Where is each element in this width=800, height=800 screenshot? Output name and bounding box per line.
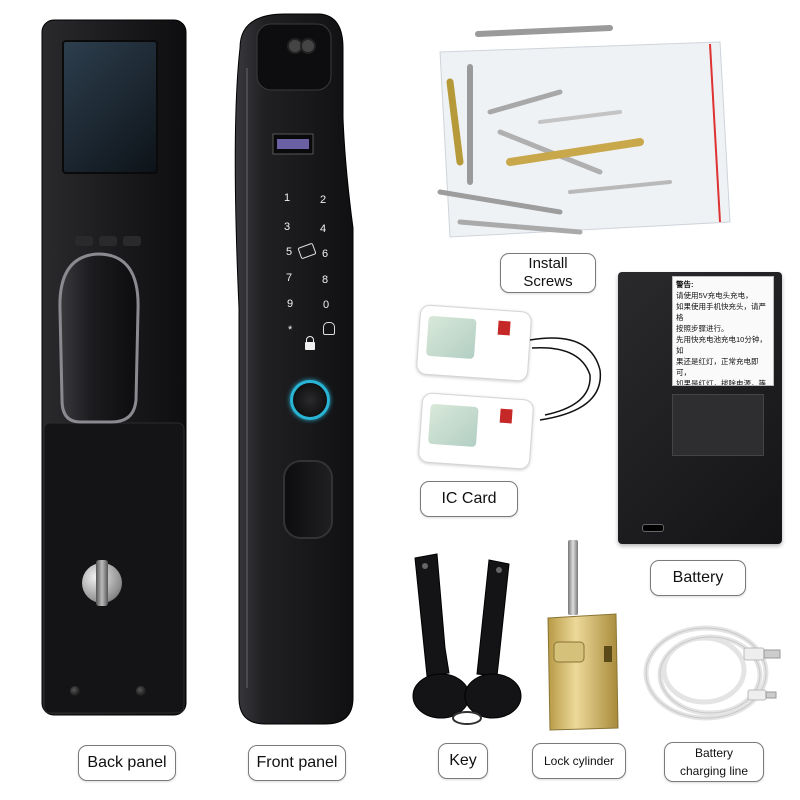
front-panel-label: Front panel <box>248 745 346 781</box>
battery-label: Battery <box>650 560 746 596</box>
lock-icon <box>305 342 315 350</box>
lanyard-cord <box>520 320 610 430</box>
back-handle <box>50 250 150 428</box>
camera-lens <box>300 38 316 54</box>
ic-card <box>415 304 533 382</box>
key-label-text: Key <box>449 752 477 769</box>
keypad-key[interactable]: 6 <box>322 248 329 260</box>
back-panel-label: Back panel <box>78 745 176 781</box>
keys <box>405 548 525 728</box>
install-screws-label: Install Screws <box>500 253 596 293</box>
keypad-key[interactable]: 2 <box>320 194 327 206</box>
battery-charging-line-label-line2: charging line <box>679 764 749 778</box>
battery-warning-title: 警告: <box>676 280 694 289</box>
front-panel <box>225 8 360 728</box>
lock-cylinder <box>540 608 624 733</box>
battery-charging-line-label-line1: Battery <box>694 746 733 760</box>
lock-cylinder-label: Lock cylinder <box>532 743 626 779</box>
ic-card <box>417 392 535 470</box>
keypad-key[interactable]: 0 <box>323 299 330 311</box>
charging-cable <box>636 618 796 728</box>
thumb-turn-bar <box>96 560 108 606</box>
lock-cylinder-label-text: Lock cylinder <box>543 754 615 768</box>
bell-icon <box>323 322 335 335</box>
fingerprint-sensor[interactable] <box>290 380 330 420</box>
screws-bag <box>420 22 745 252</box>
battery-label-text: Battery <box>672 569 724 586</box>
front-panel-label-text: Front panel <box>256 754 338 771</box>
ic-card-label-text: IC Card <box>441 490 497 507</box>
battery-warning-sticker: 警告: 请使用5V充电头充电， 如果使用手机快充头，请严格 按照步骤进行。 先用… <box>672 276 774 386</box>
lock-cylinder-pin <box>568 540 578 615</box>
keypad-key[interactable]: * <box>288 324 293 336</box>
battery-charging-line-label: Battery charging line <box>664 742 764 782</box>
keypad-key[interactable]: 5 <box>286 246 293 258</box>
lock-shackle <box>306 336 314 343</box>
keypad-key[interactable]: 8 <box>322 274 329 286</box>
usb-c-port <box>642 524 664 532</box>
keypad-key[interactable]: 9 <box>287 298 294 310</box>
front-handle-grip[interactable] <box>283 460 333 539</box>
back-panel-label-text: Back panel <box>87 754 167 771</box>
key-label: Key <box>438 743 488 779</box>
keypad-key[interactable]: 1 <box>284 192 291 204</box>
install-screws-label-line1: Install <box>528 255 568 272</box>
battery-warning-text: 请使用5V充电头充电， 如果使用手机快充头，请严格 按照步骤进行。 先用快充电池… <box>676 291 767 386</box>
keypad-key[interactable]: 7 <box>286 272 293 284</box>
screw-icon <box>70 686 80 696</box>
install-screws-label-line2: Screws <box>523 273 573 290</box>
display-screen <box>62 40 158 174</box>
keypad-key[interactable]: 4 <box>320 223 327 235</box>
battery-spec-sticker <box>672 394 764 456</box>
battery-pack: 警告: 请使用5V充电头充电， 如果使用手机快充头，请严格 按照步骤进行。 先用… <box>618 272 782 544</box>
keypad-key[interactable]: 3 <box>284 221 291 233</box>
ic-card-label: IC Card <box>420 481 518 517</box>
screw-icon <box>136 686 146 696</box>
